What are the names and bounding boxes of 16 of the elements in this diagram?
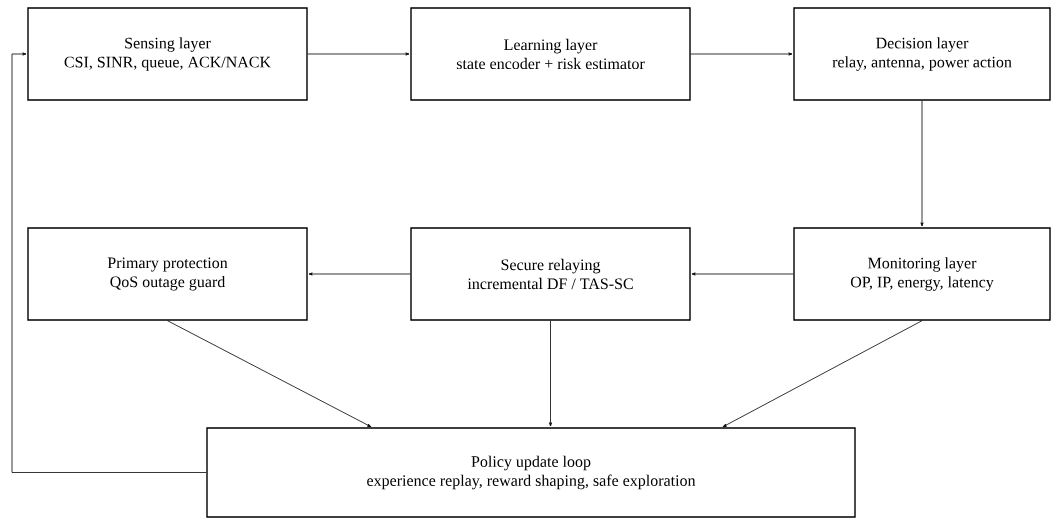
arrow <box>308 272 411 276</box>
layer-box: Learning layer state encoder + risk estimator <box>410 7 691 101</box>
arrow <box>307 52 410 56</box>
layer-box: Secure relaying incremental DF / TAS-SC <box>410 227 691 321</box>
arrow <box>691 272 794 276</box>
layer-box: Policy update loop experience replay, reward shaping, safe exploration <box>206 427 856 518</box>
arrow <box>920 100 924 227</box>
arrow <box>549 320 553 427</box>
arrow <box>722 320 923 428</box>
arrow <box>167 320 372 428</box>
layer-box: Primary protection QoS outage guard <box>27 227 308 321</box>
layer-box: Sensing layer CSI, SINR, queue, ACK/NACK <box>27 7 308 101</box>
layer-box: Monitoring layer OP, IP, energy, latency <box>793 227 1051 321</box>
layer-box: Decision layer relay, antenna, power action <box>793 7 1051 101</box>
arrow <box>11 52 207 473</box>
arrow <box>690 52 793 56</box>
